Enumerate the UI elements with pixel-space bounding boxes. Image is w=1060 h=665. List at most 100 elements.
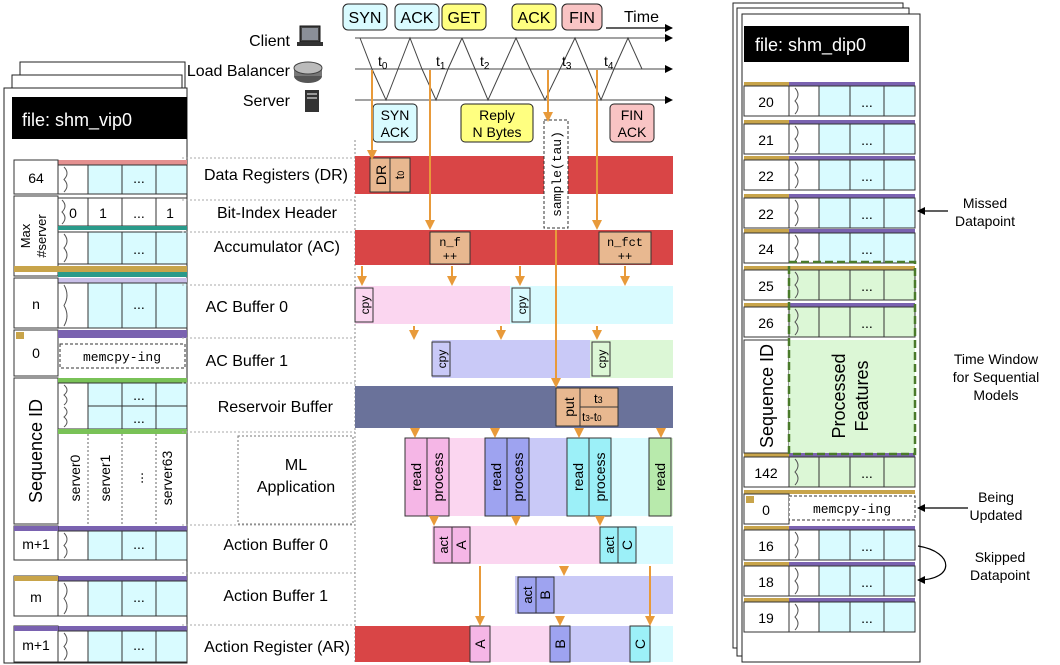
vip-sequence-label: Sequence ID <box>26 399 46 503</box>
vip-row-ab0: ...m+1 <box>13 525 188 561</box>
row-label-dr: Data Registers (DR) <box>204 167 348 184</box>
lock-icon <box>16 332 24 339</box>
vip-row-label: m+1 <box>22 536 50 552</box>
dip-sequence-label: Sequence ID <box>757 344 777 448</box>
dip-ellipsis: ... <box>861 132 873 148</box>
dip-row-4: 24... <box>743 229 916 264</box>
row-label-ab0: Action Buffer 0 <box>223 537 328 554</box>
dip-sep-glyph <box>794 271 799 299</box>
updated-line1: Being <box>978 489 1014 505</box>
vip-sep-glyph <box>63 632 68 661</box>
vip-sep-glyph <box>63 166 68 193</box>
dip-ellipsis: ... <box>861 278 873 294</box>
ack2-box <box>511 3 557 31</box>
vip-server-col: server1 <box>97 454 113 501</box>
dip-seq-number: 0 <box>762 502 770 518</box>
skipped-line1: Skipped <box>975 549 1026 565</box>
t0-op-box <box>389 157 411 193</box>
skipped-line2: Datapoint <box>970 567 1030 583</box>
vip-server-col: server63 <box>159 451 175 506</box>
dip-ellipsis: ... <box>861 465 873 481</box>
vip-server-col: server0 <box>67 454 83 501</box>
acb1-bar-1 <box>432 340 590 378</box>
acb0-bar-1 <box>355 286 510 324</box>
dip-sep-glyph <box>794 199 799 227</box>
dip-seq-number: 21 <box>758 132 774 148</box>
ack1-box <box>394 3 440 31</box>
cpy-label-1: cpy <box>358 296 372 315</box>
read-label: read <box>652 463 668 491</box>
act-b-letter-box <box>535 576 555 614</box>
missed-line2: Datapoint <box>955 213 1015 229</box>
dip-seq-number: 20 <box>758 94 774 110</box>
t3t0-op-label: t3-t0 <box>582 410 602 424</box>
cpy-label-2: cpy <box>515 296 529 315</box>
dip-seq-number: 19 <box>758 610 774 626</box>
act-c-letter: C <box>619 540 635 550</box>
vip-row-label: m+1 <box>22 637 50 653</box>
get-box <box>441 3 487 31</box>
t3-op-label: t3 <box>594 391 603 406</box>
dip-seq-number: 24 <box>758 241 774 257</box>
response-boxes: SYN ACK Reply N Bytes FIN ACK <box>372 103 655 143</box>
dip-sep-glyph <box>794 308 799 336</box>
vip-row-label: 64 <box>28 170 44 186</box>
dip-row-6: 26... <box>743 303 916 338</box>
hosts: Client Load Balancer Server <box>187 25 323 112</box>
t1-label: t1 <box>436 53 446 72</box>
syn-box <box>342 3 388 31</box>
dip-row-11: 19... <box>743 598 916 633</box>
dip-sep-glyph <box>794 125 799 153</box>
window-line2: for Sequential <box>953 369 1039 385</box>
finack-line2: ACK <box>618 124 647 140</box>
ar-c-box <box>629 625 651 663</box>
syn-label: SYN <box>349 10 382 27</box>
dip-sep-glyph <box>794 531 799 559</box>
vip-file-name: file: shm_vip0 <box>22 110 132 131</box>
orange-arrows <box>357 70 666 626</box>
cpy-op-3 <box>431 341 451 377</box>
skipped-arrow <box>917 545 947 584</box>
vip-memcpy-label: memcpy-ing <box>83 350 161 365</box>
row-label-ml-2: Application <box>257 479 335 496</box>
vip-sep-glyph <box>63 284 68 327</box>
dip-seq-number: 26 <box>758 315 774 331</box>
dr-op-label: DR <box>373 165 389 185</box>
act-b-letter: B <box>537 590 553 599</box>
vip-ellipsis: ... <box>133 296 145 312</box>
finack-box <box>609 103 655 143</box>
vip-ellipsis: ... <box>133 170 145 186</box>
dip-row-5: 25... <box>743 266 916 301</box>
dip-ellipsis: ... <box>861 94 873 110</box>
read-label: read <box>488 463 504 491</box>
cpy-op-1 <box>354 287 374 323</box>
vip-ellipsis: ... <box>133 589 145 605</box>
dip-seq-number: 22 <box>758 206 774 222</box>
row-label-bih: Bit-Index Header <box>217 205 338 222</box>
act-a-letter: A <box>453 540 469 550</box>
vip-row-acb0: ...n <box>13 277 188 329</box>
put-op-box <box>555 387 581 427</box>
ar-b-letter: B <box>552 639 568 648</box>
vip-ellipsis: ... <box>133 410 145 426</box>
process-label: process <box>592 452 608 501</box>
vip-file-header <box>12 97 187 139</box>
dip-row-10: 18... <box>743 562 916 597</box>
synack-line2: ACK <box>381 124 410 140</box>
ar-a-letter: A <box>472 639 488 649</box>
vip-bit: 1 <box>99 205 107 221</box>
time-window-box <box>787 260 917 456</box>
timelines: t0 t1 t2 t3 t4 <box>355 34 673 104</box>
t0-label: t0 <box>378 53 388 72</box>
dip-sep-glyph <box>794 161 799 189</box>
fin-box <box>561 3 603 31</box>
fin-label: FIN <box>569 10 595 27</box>
cpy-label-3: cpy <box>435 350 449 369</box>
reply-line2: N Bytes <box>472 124 521 140</box>
